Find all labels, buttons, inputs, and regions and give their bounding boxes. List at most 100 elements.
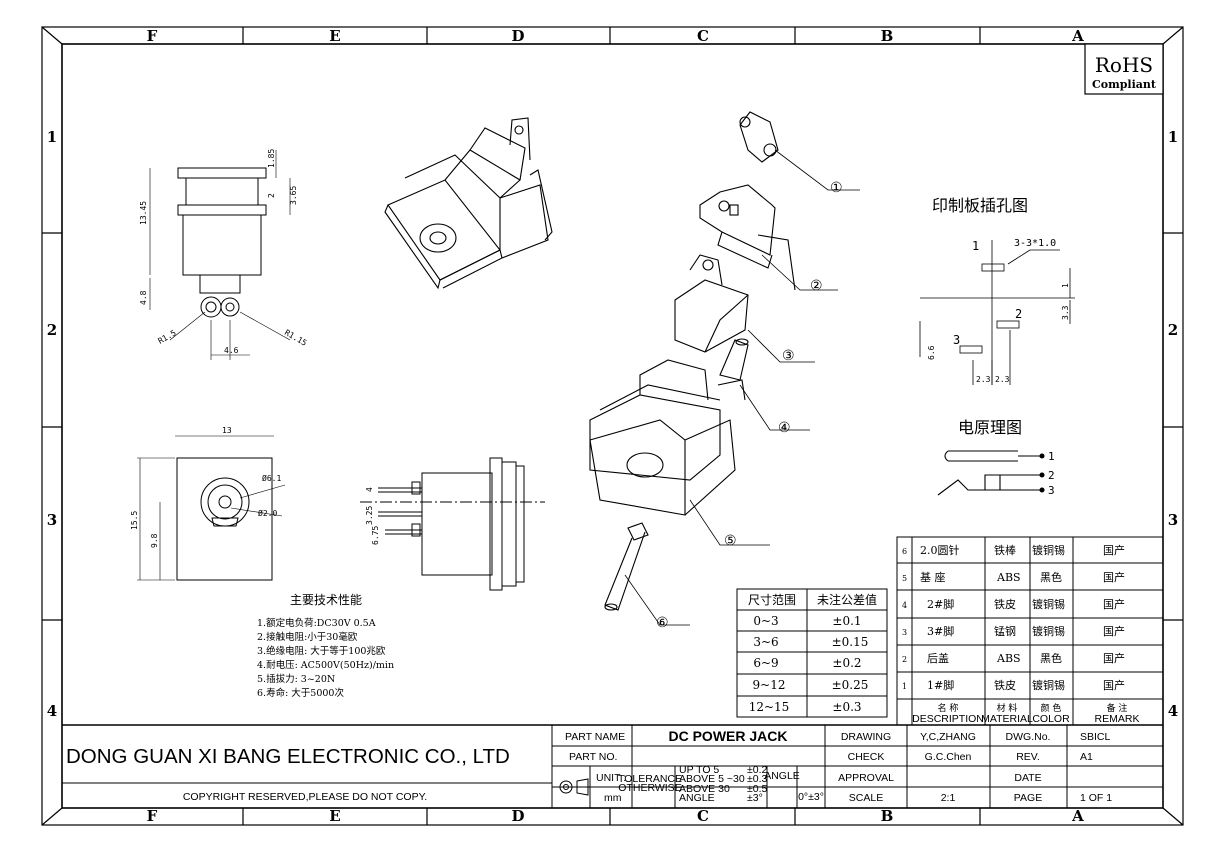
part-name: DC POWER JACK (668, 728, 787, 744)
zone-top-E: E (329, 27, 340, 45)
bom-no: 6 (902, 547, 907, 556)
tol-row-1-range: 0~3 (753, 614, 778, 628)
bom-no: 5 (902, 574, 907, 583)
schematic-title: 电原理图 (958, 418, 1022, 437)
zone-bot-F: F (147, 807, 158, 825)
bom-remark: 国产 (1103, 624, 1125, 638)
bottom-view-dims: 4 3.25 6.75 (365, 487, 380, 545)
bom-desc: 1#脚 (927, 678, 954, 692)
bom-remark: 国产 (1103, 651, 1125, 665)
sheet-frame (41, 26, 1184, 826)
zone-right-4: 4 (1168, 702, 1178, 720)
schematic-pin-2: 2 (1048, 469, 1055, 482)
bom-row-1: 1 1#脚 铁皮 镀铜锡 国产 (902, 678, 1125, 692)
projection-symbol (556, 778, 589, 796)
zone-left-1: 1 (47, 128, 57, 146)
bom-header-material-en: MATERIAL (981, 713, 1033, 725)
angle-label: ANGLE (764, 770, 800, 782)
bom-header-color-cn: 颜 色 (1041, 702, 1062, 714)
bom-material: ABS (996, 571, 1021, 584)
tol-5-30: ABOVE 5 ~30 (679, 773, 745, 785)
part-name-label: PART NAME (565, 731, 625, 743)
bom-color: 镀铜锡 (1032, 678, 1065, 692)
dim-front-pin: Ø2.0 (258, 508, 277, 518)
bom-color: 镀铜锡 (1032, 624, 1065, 638)
title-block-grid (62, 724, 1163, 808)
zone-bot-A: A (1071, 807, 1084, 825)
checked-by: G.C.Chen (925, 751, 972, 763)
specs-block: 主要技术性能 1.额定电负荷:DC30V 0.5A 2.接触电阻:小于30毫欧 … (257, 593, 394, 699)
tol-row-4-range: 9~12 (753, 678, 786, 692)
rohs-title: RoHS (1095, 53, 1153, 77)
tolerance-table-text: 尺寸范围 未注公差值 0~3 ±0.1 3~6 ±0.15 6~9 ±0.2 9… (748, 592, 877, 714)
bom-material: 铁棒 (994, 543, 1016, 557)
page-label: PAGE (1014, 792, 1042, 804)
bom-rows: 6 2.0圆针 铁棒 镀铜锡 国产 5 基 座 ABS 黑色 国产 4 2#脚 … (902, 543, 1139, 725)
pcb-dim-3-3: 3.3 (1061, 305, 1070, 320)
page-value: 1 OF 1 (1080, 792, 1112, 804)
zone-right-3: 3 (1168, 511, 1178, 529)
rev-label: REV. (1016, 751, 1040, 763)
date-label: DATE (1014, 772, 1041, 784)
bom-material: 铁皮 (994, 598, 1016, 611)
bom-remark: 国产 (1103, 597, 1125, 611)
pcb-dim-2-3a: 2.3 (976, 375, 991, 384)
bom-row-5: 5 基 座 ABS 黑色 国产 (902, 570, 1125, 584)
pcb-layout (919, 240, 1075, 385)
callout-3: ③ (782, 348, 795, 364)
side-view (149, 150, 291, 360)
schematic-pins: 1 2 3 (1048, 450, 1055, 497)
tol-row-3-range: 6~9 (753, 656, 778, 670)
tol-row-1-value: ±0.1 (832, 614, 861, 628)
bom-material: 铁皮 (994, 679, 1016, 692)
tol-up-to-5-val: ±0.2 (747, 764, 768, 776)
zone-bot-D: D (511, 807, 524, 825)
rev-value: A1 (1080, 751, 1093, 763)
tol-row-3-value: ±0.2 (832, 656, 861, 670)
dim-front-center: 9.8 (150, 533, 159, 548)
schematic-symbol (937, 450, 1045, 496)
iso-assembled-view (384, 117, 553, 290)
zone-right-2: 2 (1168, 321, 1178, 339)
bom-no: 2 (902, 655, 907, 664)
dim-side-r2: R1.15 (283, 328, 309, 348)
bom-no: 1 (902, 682, 907, 691)
bom-header: 名 称 DESCRIPTION 材 料 MATERIAL 颜 色 COLOR 备… (912, 702, 1139, 725)
callout-4: ④ (778, 420, 791, 436)
schematic-pin-1: 1 (1048, 450, 1055, 463)
bom-row-3: 3 3#脚 锰钢 镀铜锡 国产 (902, 624, 1125, 638)
callout-2: ② (810, 278, 823, 294)
pcb-title: 印制板插孔图 (932, 196, 1028, 215)
dwgno-label: DWG.No. (1006, 731, 1051, 743)
bom-remark: 国产 (1103, 678, 1125, 692)
bom-header-desc-en: DESCRIPTION (912, 713, 984, 725)
zone-top-B: B (881, 27, 894, 45)
bom-desc: 3#脚 (927, 624, 954, 638)
tol-above-30: ABOVE 30 (679, 783, 730, 795)
check-label: CHECK (848, 751, 885, 763)
spec-item-4: 4.耐电压: AC500V(50Hz)/min (257, 659, 394, 671)
zone-left-4: 4 (47, 702, 57, 720)
pcb-pin2: 2 (1015, 307, 1022, 321)
drawing-label: DRAWING (841, 731, 891, 743)
rohs-subtitle: Compliant (1092, 78, 1157, 91)
bom-color: 黑色 (1040, 651, 1062, 665)
bom-header-remark-en: REMARK (1095, 713, 1140, 725)
tol-row-5-value: ±0.3 (832, 700, 861, 714)
front-view-dims: 13 15.5 9.8 Ø6.1 Ø2.0 (130, 426, 281, 548)
drawing-by: Y,C,ZHANG (920, 731, 976, 743)
zone-bot-E: E (329, 807, 340, 825)
bom-material: 锰钢 (994, 624, 1016, 638)
tol-row-5-range: 12~15 (749, 700, 790, 714)
bom-header-material-cn: 材 料 (997, 702, 1018, 714)
unit-label: UNIT : (596, 772, 626, 784)
tol-5-30-val: ±0.3 (747, 773, 768, 785)
zone-top-A: A (1071, 27, 1084, 45)
pcb-labels: 3-3*1.0 1 2 3 6.6 2.3 2.3 1 3.3 (927, 238, 1070, 384)
title-block-text: DONG GUAN XI BANG ELECTRONIC CO., LTD CO… (66, 728, 1112, 804)
bom-color: 镀铜锡 (1032, 597, 1065, 611)
pcb-dim-6-6: 6.6 (927, 345, 936, 360)
zone-left-3: 3 (47, 511, 57, 529)
bom-row-2: 2 后盖 ABS 黑色 国产 (902, 651, 1125, 665)
spec-item-2: 2.接触电阻:小于30毫欧 (257, 631, 358, 643)
